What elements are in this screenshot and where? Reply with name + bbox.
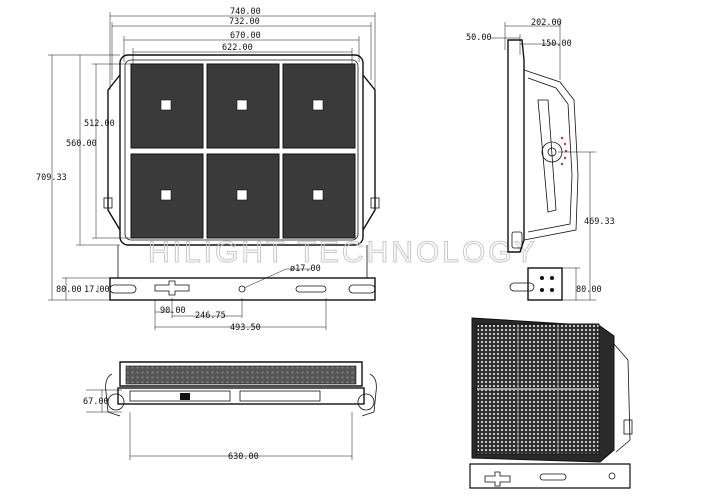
dim-80: 80.00 [56,285,82,295]
dim-512: 512.00 [84,119,115,129]
dim-246: 246.75 [195,311,226,321]
side-view: 202.00 50.00 150.00 469.33 80.00 [466,18,615,301]
isometric-view [469,317,633,489]
dim-80-side: 80.00 [576,285,602,295]
dim-740: 740.00 [230,7,261,17]
led-panel-grid [130,63,356,239]
dim-67: 67.00 [83,397,109,407]
watermark: HILIGHT TECHNOLOGY [148,236,538,269]
dim-732: 732.00 [229,17,260,27]
dim-202: 202.00 [531,18,562,28]
dim-560: 560.00 [66,139,97,149]
dim-17: 17.00 [84,285,110,295]
dim-150: 150.00 [541,39,572,49]
dim-670: 670.00 [230,31,261,41]
dim-90: 90.00 [160,306,186,316]
dim-709: 709.33 [36,173,67,183]
dim-493: 493.50 [230,323,261,333]
bottom-view: 67.00 630.00 [83,361,377,462]
dim-50: 50.00 [466,33,492,43]
dim-hole: ø17.00 [290,264,321,274]
dim-622: 622.00 [222,43,253,53]
front-view: 740.00 732.00 670.00 622.00 512.00 560.0… [36,7,380,333]
dim-630: 630.00 [228,452,259,462]
dim-469: 469.33 [584,217,615,227]
